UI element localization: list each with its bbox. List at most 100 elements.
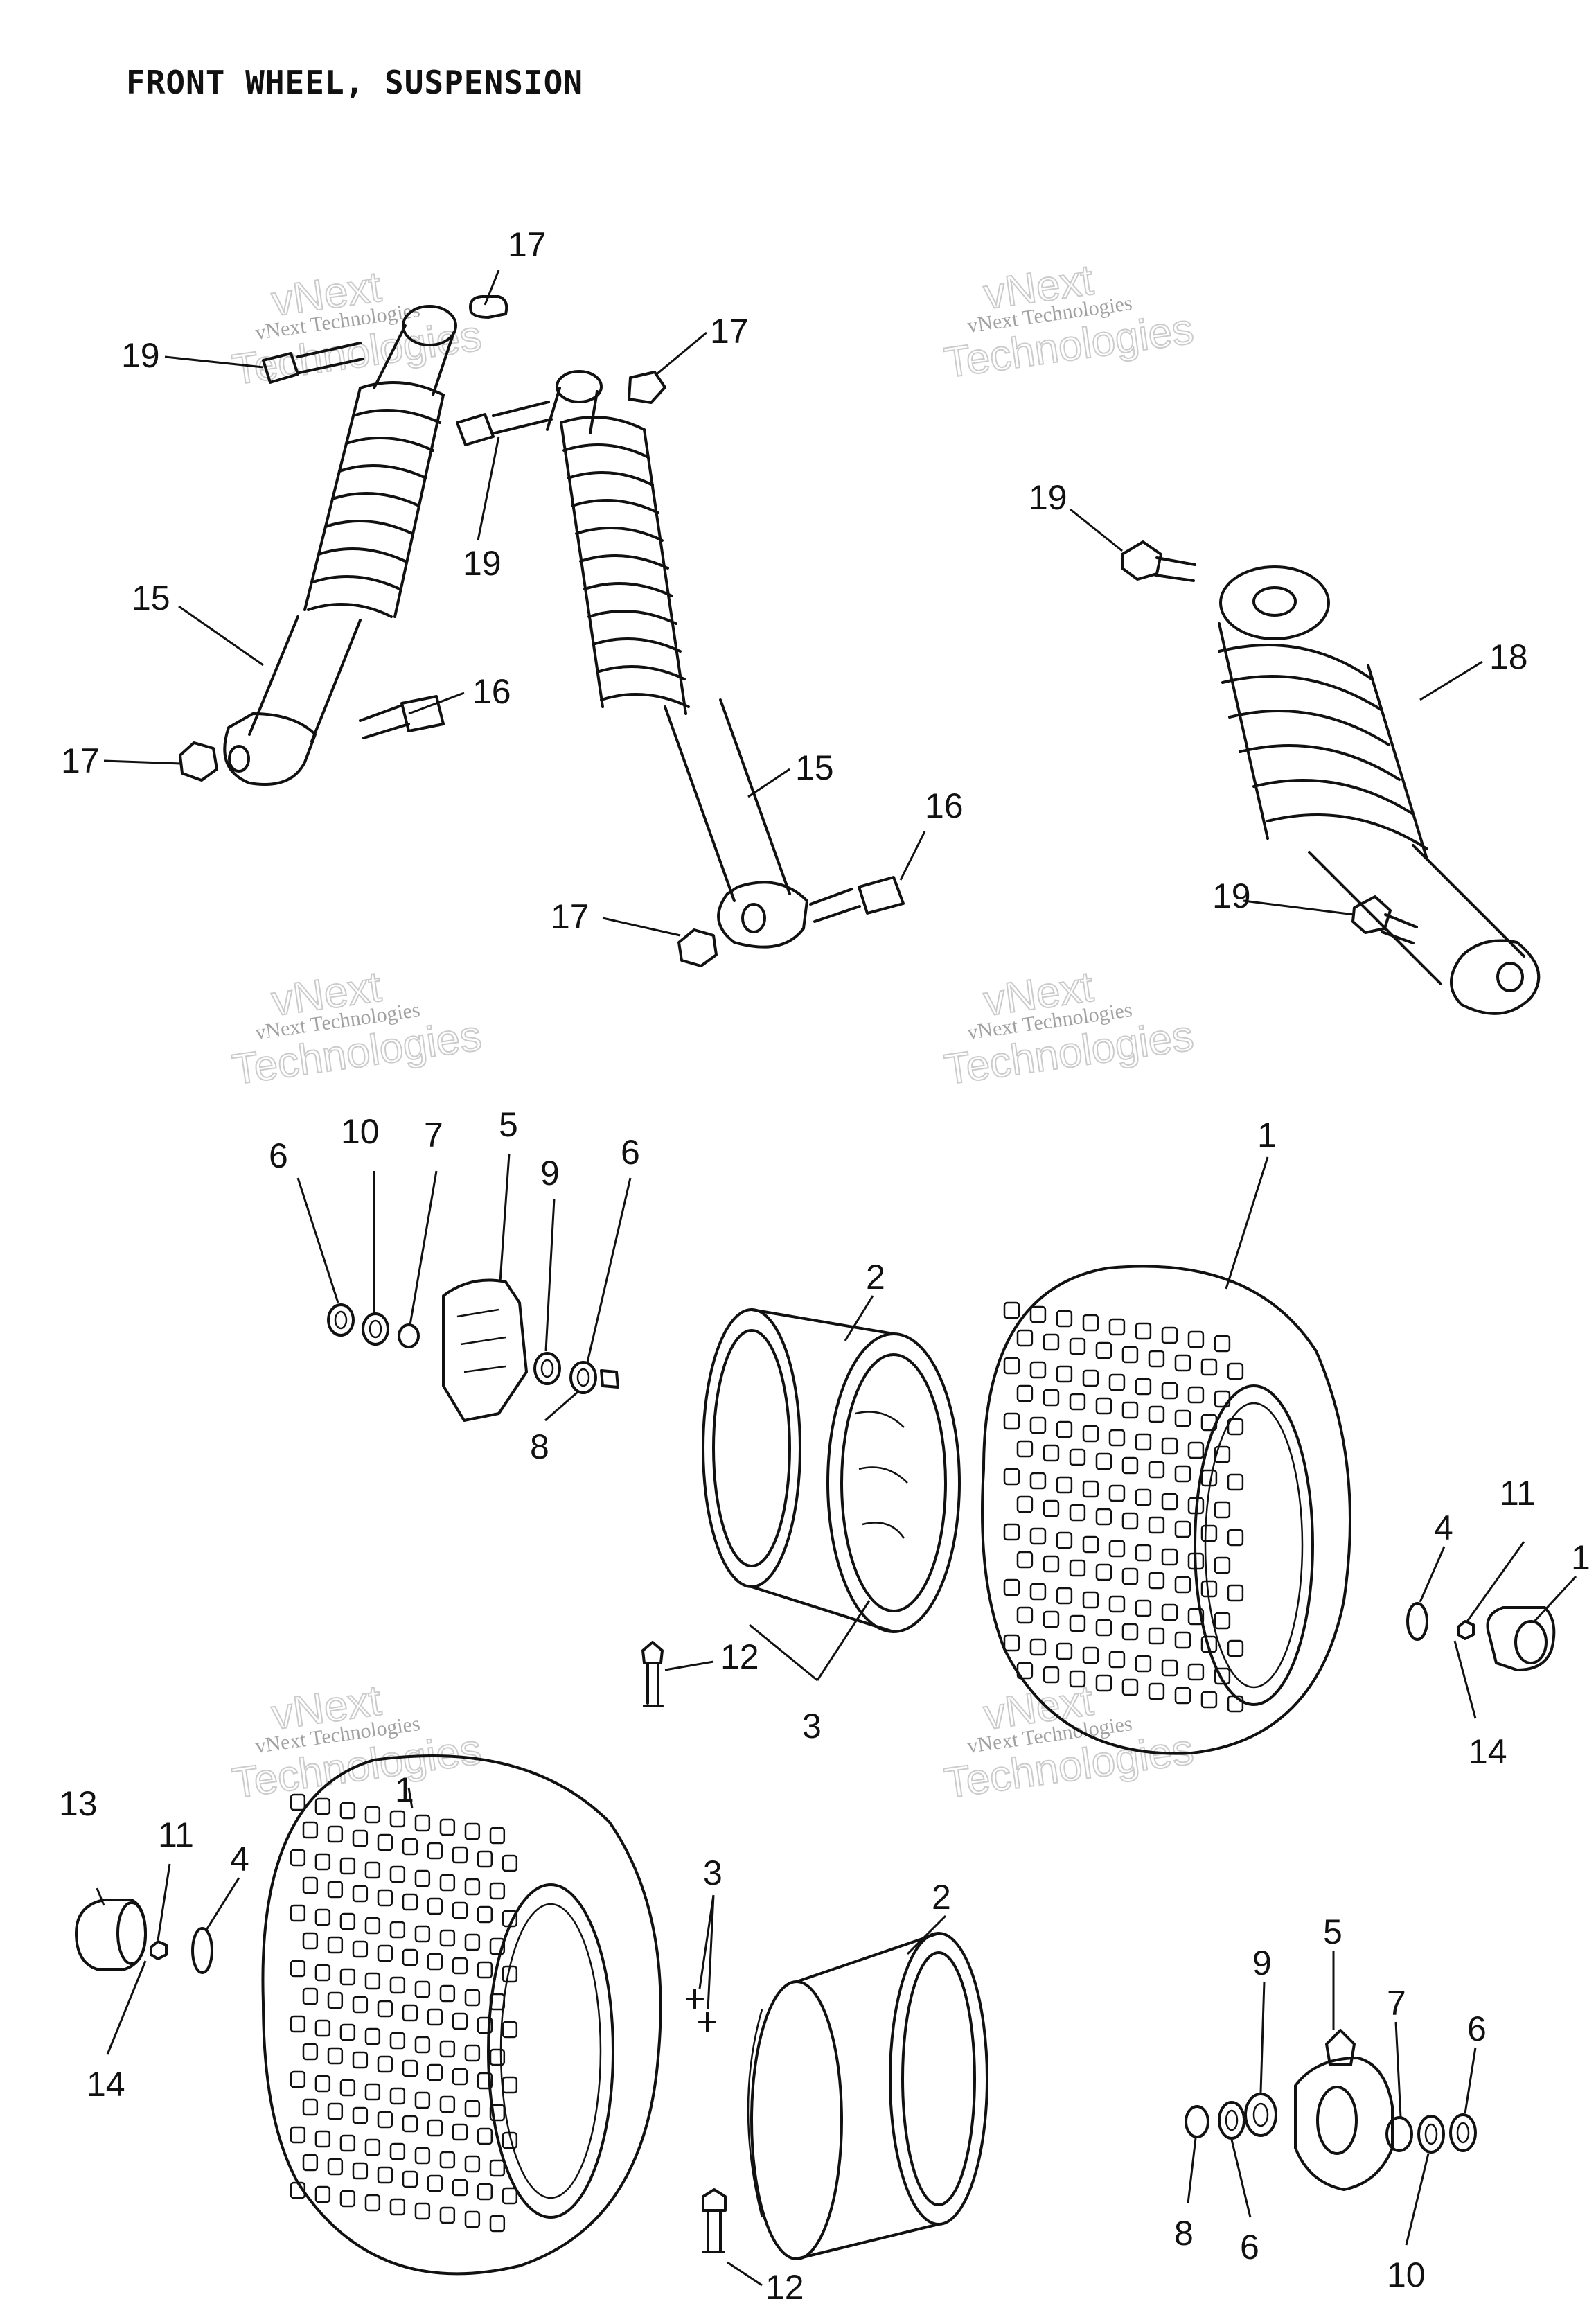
tread-block xyxy=(1029,1305,1047,1323)
tread-block xyxy=(1214,1335,1231,1353)
callout-6: 6 xyxy=(1240,2228,1259,2267)
tread-block xyxy=(1227,1639,1244,1657)
tread-block xyxy=(414,1869,431,1887)
tread-block xyxy=(1003,1301,1020,1319)
tread-block xyxy=(502,2131,518,2149)
callout-15: 15 xyxy=(132,579,170,617)
tread-block xyxy=(1029,1361,1047,1379)
tread-block xyxy=(1187,1441,1205,1459)
tread-block xyxy=(1029,1638,1047,1656)
tread-block xyxy=(1082,1646,1099,1664)
callout-16: 16 xyxy=(472,672,511,711)
tread-block xyxy=(1200,1469,1218,1487)
tread-block xyxy=(327,2047,344,2065)
tread-block xyxy=(1148,1627,1165,1645)
tread-block xyxy=(1174,1465,1191,1483)
tread-block xyxy=(377,2111,393,2129)
tread-block xyxy=(489,1827,506,1845)
tread-block xyxy=(502,1854,518,1872)
tread-block xyxy=(1082,1480,1099,1498)
tread-block xyxy=(314,2019,331,2037)
tread-block xyxy=(364,1917,381,1935)
tread-block xyxy=(1135,1378,1152,1396)
callout-1: 1 xyxy=(395,1770,414,1809)
tread-block xyxy=(1148,1516,1165,1534)
tread-block xyxy=(1187,1330,1205,1348)
tread-block xyxy=(427,2008,443,2026)
callout-1: 1 xyxy=(1257,1116,1277,1154)
tread-block xyxy=(364,1806,381,1824)
callout-9: 9 xyxy=(1252,1944,1272,1982)
tread-block xyxy=(302,1932,319,1950)
callout-8: 8 xyxy=(530,1427,549,1466)
tread-block xyxy=(1095,1563,1112,1581)
tread-block xyxy=(1016,1551,1034,1569)
tread-block xyxy=(302,1987,319,2005)
callout-17: 17 xyxy=(61,741,100,780)
tread-block xyxy=(352,1885,369,1903)
callout-labels: 17 19 17 19 15 16 17 15 16 17 19 18 19 6… xyxy=(59,225,1590,2306)
tread-block xyxy=(1003,1468,1020,1486)
tread-block xyxy=(452,2012,468,2030)
tread-block xyxy=(1174,1409,1191,1427)
tread-block xyxy=(464,1989,481,2007)
tread-block xyxy=(1043,1444,1060,1462)
tread-block xyxy=(464,1933,481,1951)
tread-block xyxy=(1214,1612,1231,1630)
tread-block xyxy=(1135,1433,1152,1451)
callout-19: 19 xyxy=(1212,877,1251,915)
tread-block xyxy=(1003,1357,1020,1375)
tread-block xyxy=(1161,1603,1178,1621)
callout-19: 19 xyxy=(1029,478,1067,517)
tread-block xyxy=(1200,1691,1218,1709)
tread-block xyxy=(339,1857,356,1875)
tread-block xyxy=(1200,1524,1218,1542)
callout-4: 4 xyxy=(230,1840,249,1878)
tread-block xyxy=(452,2179,468,2197)
tread-block xyxy=(389,1810,406,1828)
tread-block xyxy=(302,2154,319,2172)
callout-8: 8 xyxy=(1174,2214,1194,2253)
tread-block xyxy=(1161,1548,1178,1566)
tread-block xyxy=(1214,1556,1231,1574)
tread-block xyxy=(502,2021,518,2039)
callout-4: 4 xyxy=(1434,1508,1453,1547)
tread-block xyxy=(389,1921,406,1939)
callout-14: 14 xyxy=(1469,1732,1507,1771)
tread-block xyxy=(1121,1678,1139,1696)
callout-15: 15 xyxy=(795,748,834,787)
tread-block xyxy=(1056,1587,1073,1605)
tread-block xyxy=(1056,1310,1073,1328)
tread-block xyxy=(1227,1362,1244,1380)
tread-block xyxy=(377,1833,393,1851)
tread-block xyxy=(1121,1512,1139,1530)
tread-block xyxy=(1148,1461,1165,1479)
tread-block xyxy=(477,1961,493,1979)
tread-block xyxy=(377,2055,393,2073)
tread-block xyxy=(339,2190,356,2208)
tread-block xyxy=(290,1793,306,1811)
tread-block xyxy=(1082,1314,1099,1332)
tread-block xyxy=(1016,1606,1034,1624)
tread-block xyxy=(1108,1429,1126,1447)
tread-block xyxy=(389,1976,406,1994)
rim-upper xyxy=(702,1308,961,1633)
tread-block xyxy=(1043,1389,1060,1407)
tread-block xyxy=(1095,1397,1112,1415)
tread-block xyxy=(1227,1695,1244,1713)
tread-block xyxy=(402,1838,418,1856)
tread-block xyxy=(389,2032,406,2050)
tread-block xyxy=(352,2051,369,2069)
callout-17: 17 xyxy=(508,225,547,264)
tread-block xyxy=(1069,1504,1086,1522)
tread-block xyxy=(477,2016,493,2034)
tread-block xyxy=(489,1882,506,1900)
tread-block xyxy=(1082,1535,1099,1554)
tread-block xyxy=(290,1849,306,1867)
tread-block xyxy=(339,1802,356,1820)
tread-block xyxy=(1148,1350,1165,1368)
tread-block xyxy=(1069,1559,1086,1577)
tread-block xyxy=(489,2048,506,2066)
tread-block xyxy=(1161,1659,1178,1677)
tread-block xyxy=(1082,1425,1099,1443)
